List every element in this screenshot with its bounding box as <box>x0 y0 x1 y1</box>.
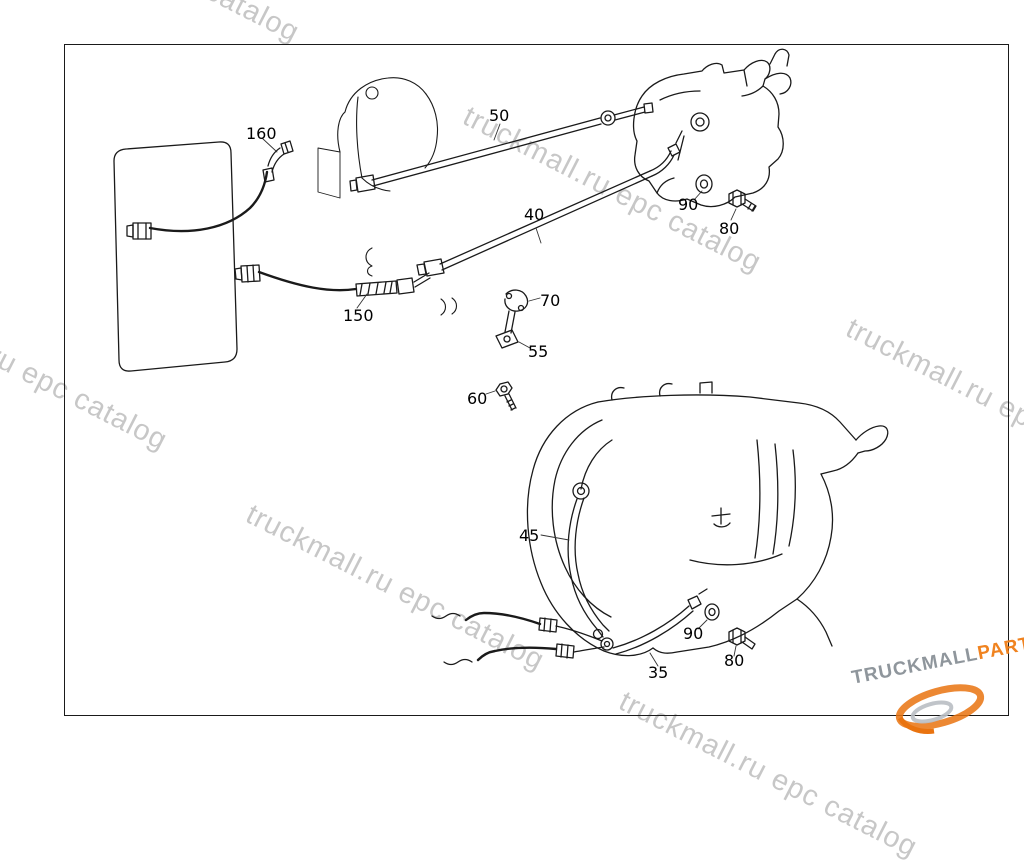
bolt-80-lower <box>728 627 756 650</box>
transmission-top <box>632 48 792 208</box>
pipe-50 <box>349 102 654 193</box>
hose-160 <box>126 140 294 240</box>
leader-lines <box>261 123 737 667</box>
hose-150 <box>234 264 431 297</box>
oil-cooler <box>113 141 238 372</box>
clamp-70 <box>504 289 529 334</box>
part-label-45: 45 <box>519 526 540 545</box>
part-label-55: 55 <box>528 342 549 361</box>
bracket-55 <box>495 329 519 349</box>
pipe-40 <box>416 130 683 277</box>
bolt-80-top <box>728 189 757 212</box>
part-label-160: 160 <box>246 124 277 143</box>
part-label-90-lower: 90 <box>683 624 704 643</box>
pipe-35 <box>612 588 708 655</box>
part-label-60: 60 <box>467 389 488 408</box>
part-label-80-top: 80 <box>719 219 740 238</box>
pipe-45 <box>567 482 610 638</box>
engine-sketch <box>317 77 458 316</box>
diagram-drawing <box>113 48 985 734</box>
part-label-150: 150 <box>343 306 374 325</box>
hoses-lower <box>431 611 614 666</box>
washer-90-top <box>695 174 713 194</box>
bolt-60 <box>495 381 517 411</box>
part-label-90-top: 90 <box>678 195 699 214</box>
part-label-35: 35 <box>648 663 669 682</box>
washer-90-lower <box>704 603 720 621</box>
part-label-50: 50 <box>489 106 510 125</box>
part-label-40: 40 <box>524 205 545 224</box>
diagram-frame <box>64 44 1009 716</box>
transmission-lower <box>526 381 889 657</box>
logo-swirl-icon <box>895 684 985 734</box>
part-label-80-lower: 80 <box>724 651 745 670</box>
part-label-70: 70 <box>540 291 561 310</box>
